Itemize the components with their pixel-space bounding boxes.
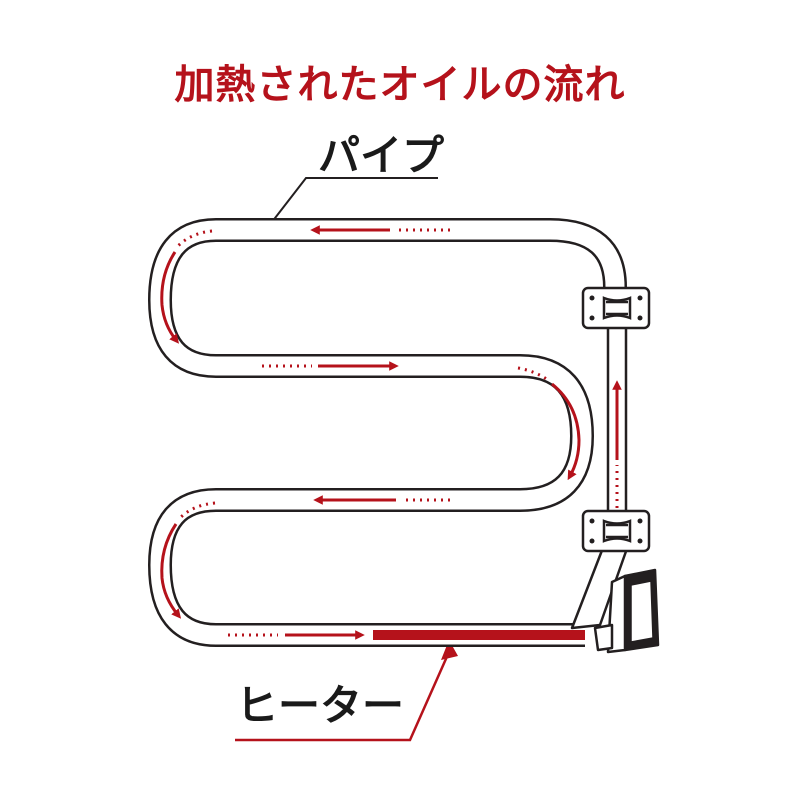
pipe-body (148, 218, 627, 647)
lower-wall-bracket (581, 509, 651, 553)
control-box (593, 568, 660, 654)
flow-arrows (160, 225, 622, 640)
flow-arrow (517, 366, 549, 382)
heater-leader (235, 640, 458, 742)
upper-wall-bracket (581, 286, 651, 330)
pipe-label: パイプ (318, 131, 445, 180)
flow-arrow (160, 523, 182, 619)
flow-arrow (551, 382, 581, 481)
heater-element (373, 630, 585, 640)
heater-label: ヒーター (236, 681, 405, 730)
flow-arrow (178, 501, 216, 520)
flow-arrow (160, 251, 179, 344)
diagram-title: 加熱されたオイルの流れ (174, 62, 626, 108)
